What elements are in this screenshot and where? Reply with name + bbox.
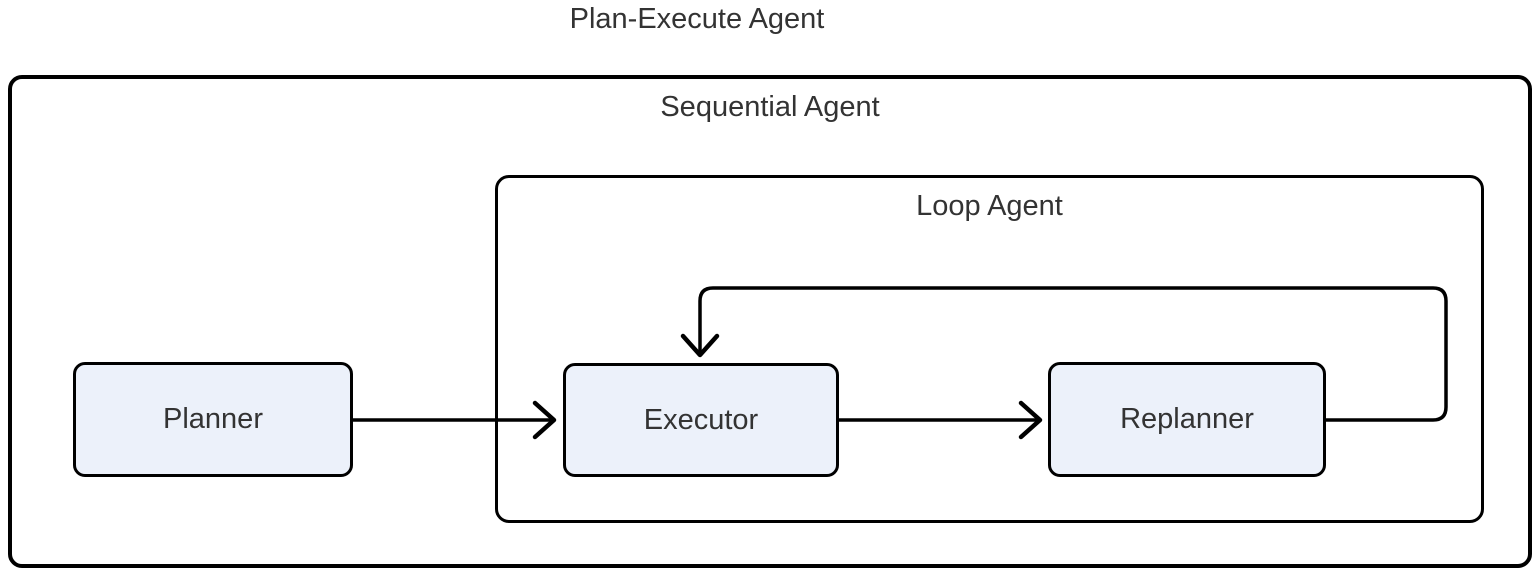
node-replanner-label: Replanner: [1120, 403, 1254, 435]
node-executor: Executor: [563, 363, 839, 477]
loop-agent-container: Loop Agent: [495, 175, 1484, 523]
diagram-title: Plan-Execute Agent: [569, 3, 825, 35]
node-executor-label: Executor: [643, 403, 759, 436]
sequential-agent-container: Sequential Agent: [8, 75, 1532, 568]
node-planner-label: Planner: [163, 403, 263, 435]
loop-agent-label: Loop Agent: [916, 190, 1063, 222]
sequential-agent-label: Sequential Agent: [660, 91, 880, 123]
node-replanner: Replanner: [1048, 362, 1326, 477]
node-planner: Planner: [73, 362, 353, 477]
